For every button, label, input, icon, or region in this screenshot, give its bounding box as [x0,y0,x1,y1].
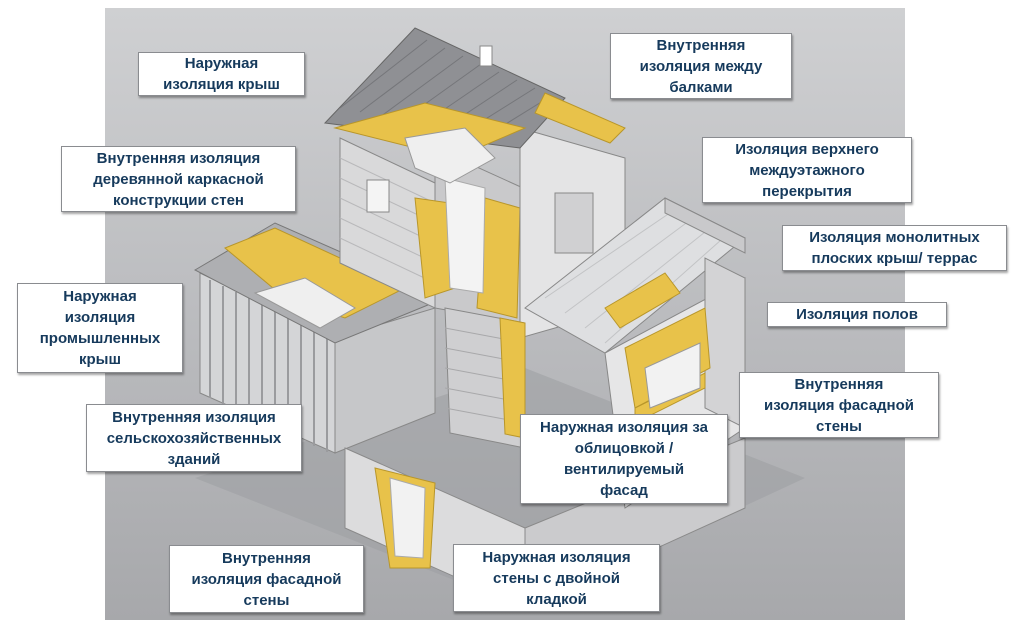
label-inner-facade-right: Внутренняя изоляция фасадной стены [739,372,939,438]
upper-floor-slab-insulation [604,272,681,329]
window-left [366,179,390,213]
chimney [479,45,493,67]
room-opening [644,342,701,409]
inner-room-white [444,177,486,294]
label-upper-floor-slab: Изоляция верхнего междуэтажного перекрыт… [702,137,912,203]
terrace-parapet [664,197,746,254]
label-inner-beams: Внутренняя изоляция между балками [610,33,792,99]
label-flat-roofs: Изоляция монолитных плоских крыш/ террас [782,225,1007,271]
label-inner-facade-bottom: Внутренняя изоляция фасадной стены [169,545,364,613]
annex-roof-inner [253,277,356,329]
gable-window [554,192,594,254]
label-ventilated-facade: Наружная изоляция за облицовкой / вентил… [520,414,728,504]
beams-insulation [534,92,626,144]
label-inner-wood-frame: Внутренняя изоляция деревянной каркасной… [61,146,296,212]
attic-room [404,127,496,184]
label-outer-industrial-roofs: Наружная изоляция промышленных крыш [17,283,183,373]
label-inner-agricultural: Внутренняя изоляция сельскохозяйственных… [86,404,302,472]
label-double-masonry: Наружная изоляция стены с двойной кладко… [453,544,660,612]
label-outer-roof: Наружная изоляция крыш [138,52,305,96]
annex-wall-front [334,307,436,454]
label-floors: Изоляция полов [767,302,947,327]
base-inner-panel [389,477,426,559]
